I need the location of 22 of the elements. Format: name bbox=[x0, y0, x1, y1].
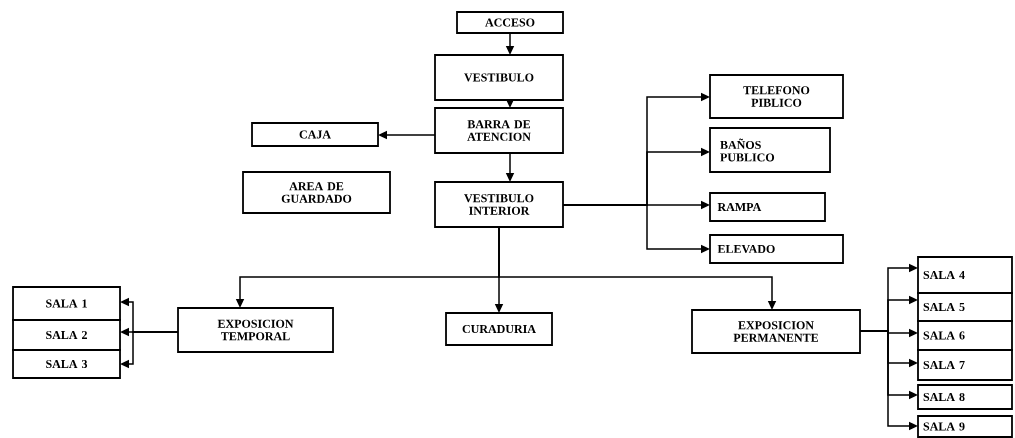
room-box: TELEFONO PIBLICO bbox=[709, 74, 844, 119]
room-box: SALA 1 bbox=[12, 286, 121, 321]
room-box: CAJA bbox=[251, 122, 379, 147]
room-box: SALA 2 bbox=[12, 319, 121, 351]
room-box: VESTIBULO bbox=[434, 54, 564, 101]
room-box: BARRA DE ATENCION bbox=[434, 107, 564, 154]
room-box: ACCESO bbox=[456, 11, 564, 34]
room-box: BAÑOS PUBLICO bbox=[709, 127, 831, 173]
room-box: SALA 8 bbox=[917, 384, 1013, 410]
room-box: SALA 7 bbox=[917, 349, 1013, 381]
room-box: ELEVADO bbox=[709, 234, 844, 264]
room-box: SALA 6 bbox=[917, 320, 1013, 351]
room-box: SALA 3 bbox=[12, 349, 121, 379]
room-box: EXPOSICION PERMANENTE bbox=[691, 309, 861, 354]
room-box: VESTIBULO INTERIOR bbox=[434, 181, 564, 228]
room-box: CURADURIA bbox=[445, 312, 553, 346]
room-box: SALA 9 bbox=[917, 415, 1013, 438]
room-box: AREA DE GUARDADO bbox=[242, 171, 391, 214]
room-box: RAMPA bbox=[709, 192, 826, 222]
room-box: EXPOSICION TEMPORAL bbox=[177, 307, 334, 353]
room-box: SALA 4 bbox=[917, 256, 1013, 294]
room-box: SALA 5 bbox=[917, 292, 1013, 322]
